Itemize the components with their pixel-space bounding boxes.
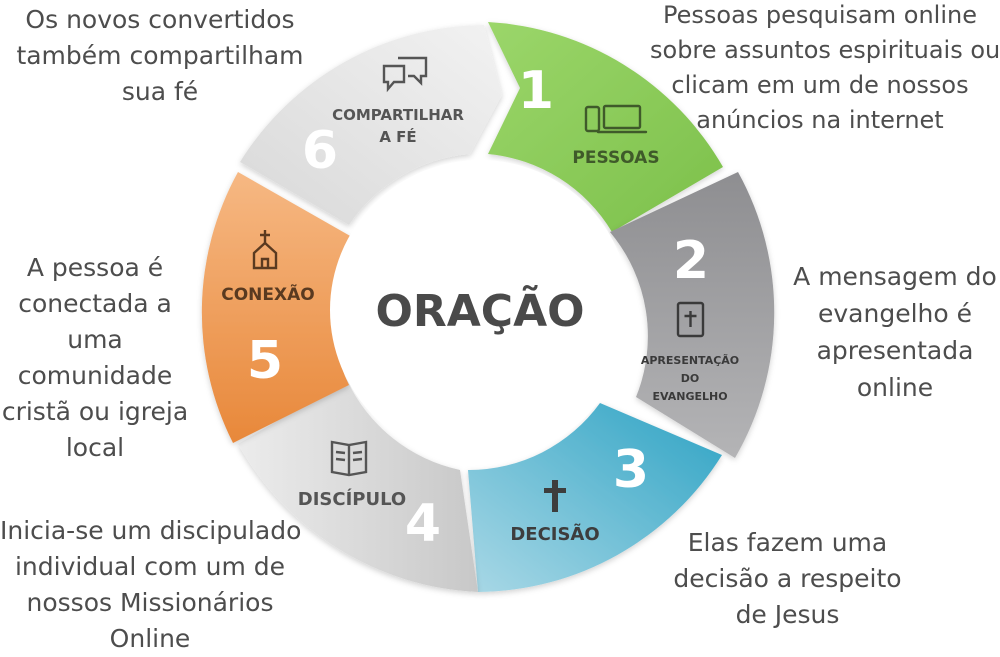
step-label-1: PESSOAS — [572, 148, 659, 168]
segment-4 — [238, 380, 478, 592]
segment-3 — [468, 403, 722, 592]
description-line: de Jesus — [735, 600, 840, 629]
description-line: sobre assuntos espirituais ou — [650, 36, 1000, 64]
description-step-3: Elas fazem uma decisão a respeito de Jes… — [660, 525, 915, 633]
bible-icon — [676, 301, 705, 338]
description-line: anúncios na internet — [696, 106, 944, 134]
description-step-4: Inicia-se um discipulado individual com … — [0, 513, 302, 657]
speech-bubbles-icon — [382, 56, 428, 93]
step-label-5: CONEXÃO — [221, 282, 314, 305]
description-step-5: A pessoa é conectada a uma comunidade cr… — [0, 250, 190, 466]
step-label-2-line-2: DO — [681, 372, 699, 385]
center-circle — [330, 160, 630, 460]
description-line: Online — [109, 624, 191, 653]
step-number-6: 6 — [302, 121, 338, 181]
description-line: A pessoa é — [26, 253, 164, 282]
description-line: conectada a — [18, 289, 172, 318]
description-line: clicam em um de nossos — [671, 71, 969, 99]
cross-icon — [544, 480, 566, 512]
segment-6 — [240, 25, 502, 225]
description-step-6: Os novos convertidos também compartilham… — [5, 2, 315, 110]
description-step-1: Pessoas pesquisam online sobre assuntos … — [650, 0, 1000, 138]
step-label-6-line-1: COMPARTILHAR — [332, 106, 464, 124]
step-label-6-line-2: A FÉ — [379, 127, 416, 146]
devices-icon — [584, 104, 648, 134]
description-line: individual com um de — [14, 552, 285, 581]
description-line: evangelho é — [817, 299, 972, 328]
description-line: sua fé — [121, 77, 199, 106]
description-step-2: A mensagem do evangelho é apresentada on… — [790, 258, 1000, 406]
description-line: nossos Missionários — [26, 588, 274, 617]
description-line: A mensagem do — [793, 262, 997, 291]
step-label-2-line-1: APRESENTAÇÃO — [641, 354, 739, 367]
step-label-3: DECISÃO — [510, 522, 599, 545]
description-line: Pessoas pesquisam online — [663, 1, 977, 29]
description-line: Elas fazem uma — [687, 528, 888, 557]
description-line: Os novos convertidos — [25, 5, 295, 34]
church-icon — [252, 230, 278, 270]
center-title: ORAÇÃO — [375, 284, 584, 337]
description-line: também compartilham — [16, 41, 304, 70]
step-number-2: 2 — [673, 231, 709, 291]
step-label-2-line-3: EVANGELHO — [652, 390, 727, 403]
step-number-4: 4 — [405, 494, 441, 554]
open-book-icon — [330, 440, 368, 477]
description-line: online — [856, 373, 934, 402]
step-number-1: 1 — [518, 61, 554, 121]
description-line: apresentada — [816, 336, 974, 365]
description-line: comunidade — [17, 361, 173, 390]
step-label-4: DISCÍPULO — [298, 488, 406, 510]
segment-5 — [201, 172, 352, 443]
step-number-5: 5 — [247, 331, 283, 391]
description-line: decisão a respeito — [673, 564, 902, 593]
description-line: cristã ou igreja — [1, 397, 189, 426]
description-line: local — [65, 433, 125, 462]
description-line: uma — [67, 325, 123, 354]
step-number-3: 3 — [613, 440, 649, 500]
description-line: Inicia-se um discipulado — [0, 516, 302, 545]
